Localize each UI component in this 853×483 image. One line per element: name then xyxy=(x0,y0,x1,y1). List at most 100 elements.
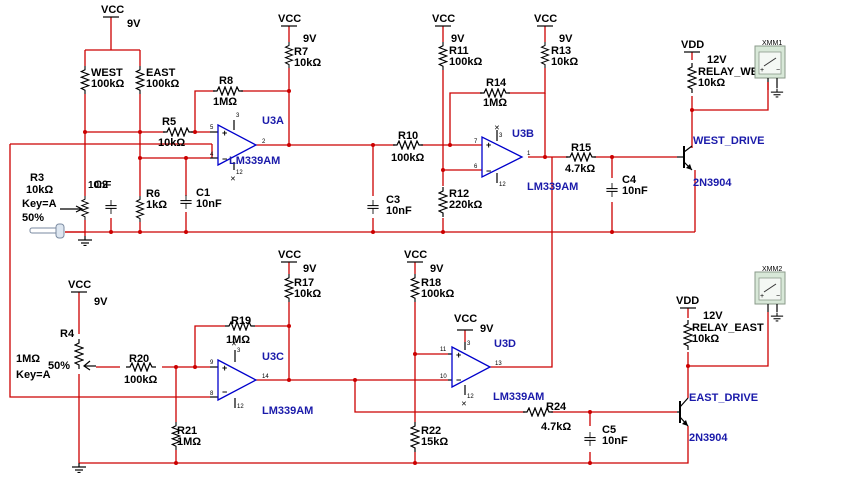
svg-text:10kΩ: 10kΩ xyxy=(551,56,578,68)
svg-text:R24: R24 xyxy=(546,401,567,413)
svg-text:9V: 9V xyxy=(127,18,141,30)
capacitor-c4: C4 10nF xyxy=(605,174,648,198)
ground-symbol-left xyxy=(77,236,93,246)
svg-text:5: 5 xyxy=(210,125,214,131)
svg-text:1MΩ: 1MΩ xyxy=(226,334,250,346)
svg-text:RELAY_EAST: RELAY_EAST xyxy=(692,322,764,334)
svg-text:2: 2 xyxy=(262,139,266,145)
resistor-r11: R11 100kΩ xyxy=(438,42,482,70)
svg-text:3: 3 xyxy=(467,341,471,347)
ground-symbol-xmm2 xyxy=(770,312,784,322)
resistor-r6: R6 1kΩ xyxy=(135,188,167,222)
svg-text:R13: R13 xyxy=(551,45,571,57)
svg-text:−: − xyxy=(776,67,780,74)
potentiometer-r3: R3 10kΩ Key=A 50% xyxy=(22,172,89,239)
svg-text:−: − xyxy=(222,154,227,164)
vcc-r11: VCC 9V xyxy=(432,13,465,45)
svg-text:13: 13 xyxy=(495,361,502,367)
resistor-r19: R19 1MΩ xyxy=(225,315,255,346)
svg-text:C1: C1 xyxy=(196,187,210,199)
svg-text:10kΩ: 10kΩ xyxy=(26,184,53,196)
resistor-r15: R15 4.7kΩ xyxy=(565,142,596,175)
resistor-r5: R5 10kΩ xyxy=(158,116,193,149)
svg-text:R11: R11 xyxy=(449,45,469,57)
svg-text:7: 7 xyxy=(474,139,478,145)
svg-text:9V: 9V xyxy=(303,263,317,275)
svg-text:LM339AM: LM339AM xyxy=(493,391,544,403)
svg-text:10nF: 10nF xyxy=(622,185,648,197)
svg-text:XMM2: XMM2 xyxy=(762,266,782,273)
svg-text:VCC: VCC xyxy=(534,13,557,25)
svg-text:C2: C2 xyxy=(94,179,108,191)
svg-text:2N3904: 2N3904 xyxy=(689,432,728,444)
svg-text:VCC: VCC xyxy=(454,313,477,325)
resistor-r14: R14 1MΩ xyxy=(480,77,510,109)
svg-text:LM339AM: LM339AM xyxy=(229,155,280,167)
svg-text:3: 3 xyxy=(236,113,240,119)
svg-text:U3B: U3B xyxy=(512,128,534,140)
svg-text:12: 12 xyxy=(236,170,243,176)
svg-text:10kΩ: 10kΩ xyxy=(698,77,725,89)
resistor-r7: R7 10kΩ xyxy=(284,42,321,69)
svg-text:R19: R19 xyxy=(231,315,251,327)
svg-text:R10: R10 xyxy=(398,130,418,142)
svg-text:12V: 12V xyxy=(707,54,727,66)
svg-text:8: 8 xyxy=(210,391,214,397)
svg-text:+: + xyxy=(486,140,491,150)
ground-symbol-bottom xyxy=(71,463,87,473)
svg-text:R21: R21 xyxy=(177,425,197,437)
svg-text:10nF: 10nF xyxy=(88,180,111,191)
svg-text:12V: 12V xyxy=(703,310,723,322)
svg-text:VCC: VCC xyxy=(68,279,91,291)
svg-text:C3: C3 xyxy=(386,194,400,206)
svg-text:10nF: 10nF xyxy=(386,205,412,217)
svg-text:100kΩ: 100kΩ xyxy=(449,56,482,68)
svg-text:C4: C4 xyxy=(622,174,637,186)
resistor-r8: R8 1MΩ xyxy=(213,75,243,108)
svg-text:VCC: VCC xyxy=(278,249,301,261)
svg-text:100kΩ: 100kΩ xyxy=(91,78,124,90)
svg-text:U3D: U3D xyxy=(494,338,516,350)
svg-text:R18: R18 xyxy=(421,277,441,289)
svg-text:−: − xyxy=(456,375,461,385)
svg-text:9V: 9V xyxy=(559,33,573,45)
svg-text:+: + xyxy=(222,128,227,138)
svg-text:XMM1: XMM1 xyxy=(762,40,782,47)
svg-text:WEST_DRIVE: WEST_DRIVE xyxy=(693,135,765,147)
vcc-r13: VCC 9V xyxy=(534,13,573,45)
svg-text:R22: R22 xyxy=(421,425,441,437)
svg-text:VCC: VCC xyxy=(278,13,301,25)
svg-text:10nF: 10nF xyxy=(602,435,628,447)
svg-text:R12: R12 xyxy=(449,188,469,200)
svg-text:50%: 50% xyxy=(48,360,70,372)
svg-text:C5: C5 xyxy=(602,424,616,436)
svg-text:10nF: 10nF xyxy=(196,198,222,210)
svg-text:VDD: VDD xyxy=(676,295,699,307)
svg-text:9V: 9V xyxy=(303,33,317,45)
resistor-r20: R20 100kΩ xyxy=(124,353,157,386)
svg-text:LM339AM: LM339AM xyxy=(262,405,313,417)
svg-text:VCC: VCC xyxy=(101,4,124,16)
svg-text:12: 12 xyxy=(467,394,474,400)
svg-text:15kΩ: 15kΩ xyxy=(421,436,448,448)
svg-text:1MΩ: 1MΩ xyxy=(483,97,507,109)
svg-text:100kΩ: 100kΩ xyxy=(421,288,454,300)
svg-text:+: + xyxy=(760,67,764,74)
svg-text:9V: 9V xyxy=(451,33,465,45)
vdd-west: VDD 12V xyxy=(681,39,727,66)
svg-text:1MΩ: 1MΩ xyxy=(177,436,201,448)
opamp-u3d: + − 11 10 13 3 12 ✕ U3D LM339AM xyxy=(440,338,544,408)
resistor-r24: R24 4.7kΩ xyxy=(523,401,571,433)
svg-text:R3: R3 xyxy=(30,172,44,184)
opamp-u3a: + − 5 4 2 3 12 ✕ U3A LM339AM xyxy=(210,113,284,183)
svg-text:R8: R8 xyxy=(219,75,233,87)
svg-text:12: 12 xyxy=(237,404,244,410)
vcc-r4: VCC 9V xyxy=(68,279,108,308)
capacitor-c2: C2 10nF xyxy=(88,179,118,215)
svg-text:14: 14 xyxy=(262,374,269,380)
svg-text:✕: ✕ xyxy=(231,341,237,348)
svg-text:VCC: VCC xyxy=(404,249,427,261)
svg-text:4: 4 xyxy=(210,152,214,158)
transistor-west-drive: WEST_DRIVE 2N3904 xyxy=(677,135,765,189)
